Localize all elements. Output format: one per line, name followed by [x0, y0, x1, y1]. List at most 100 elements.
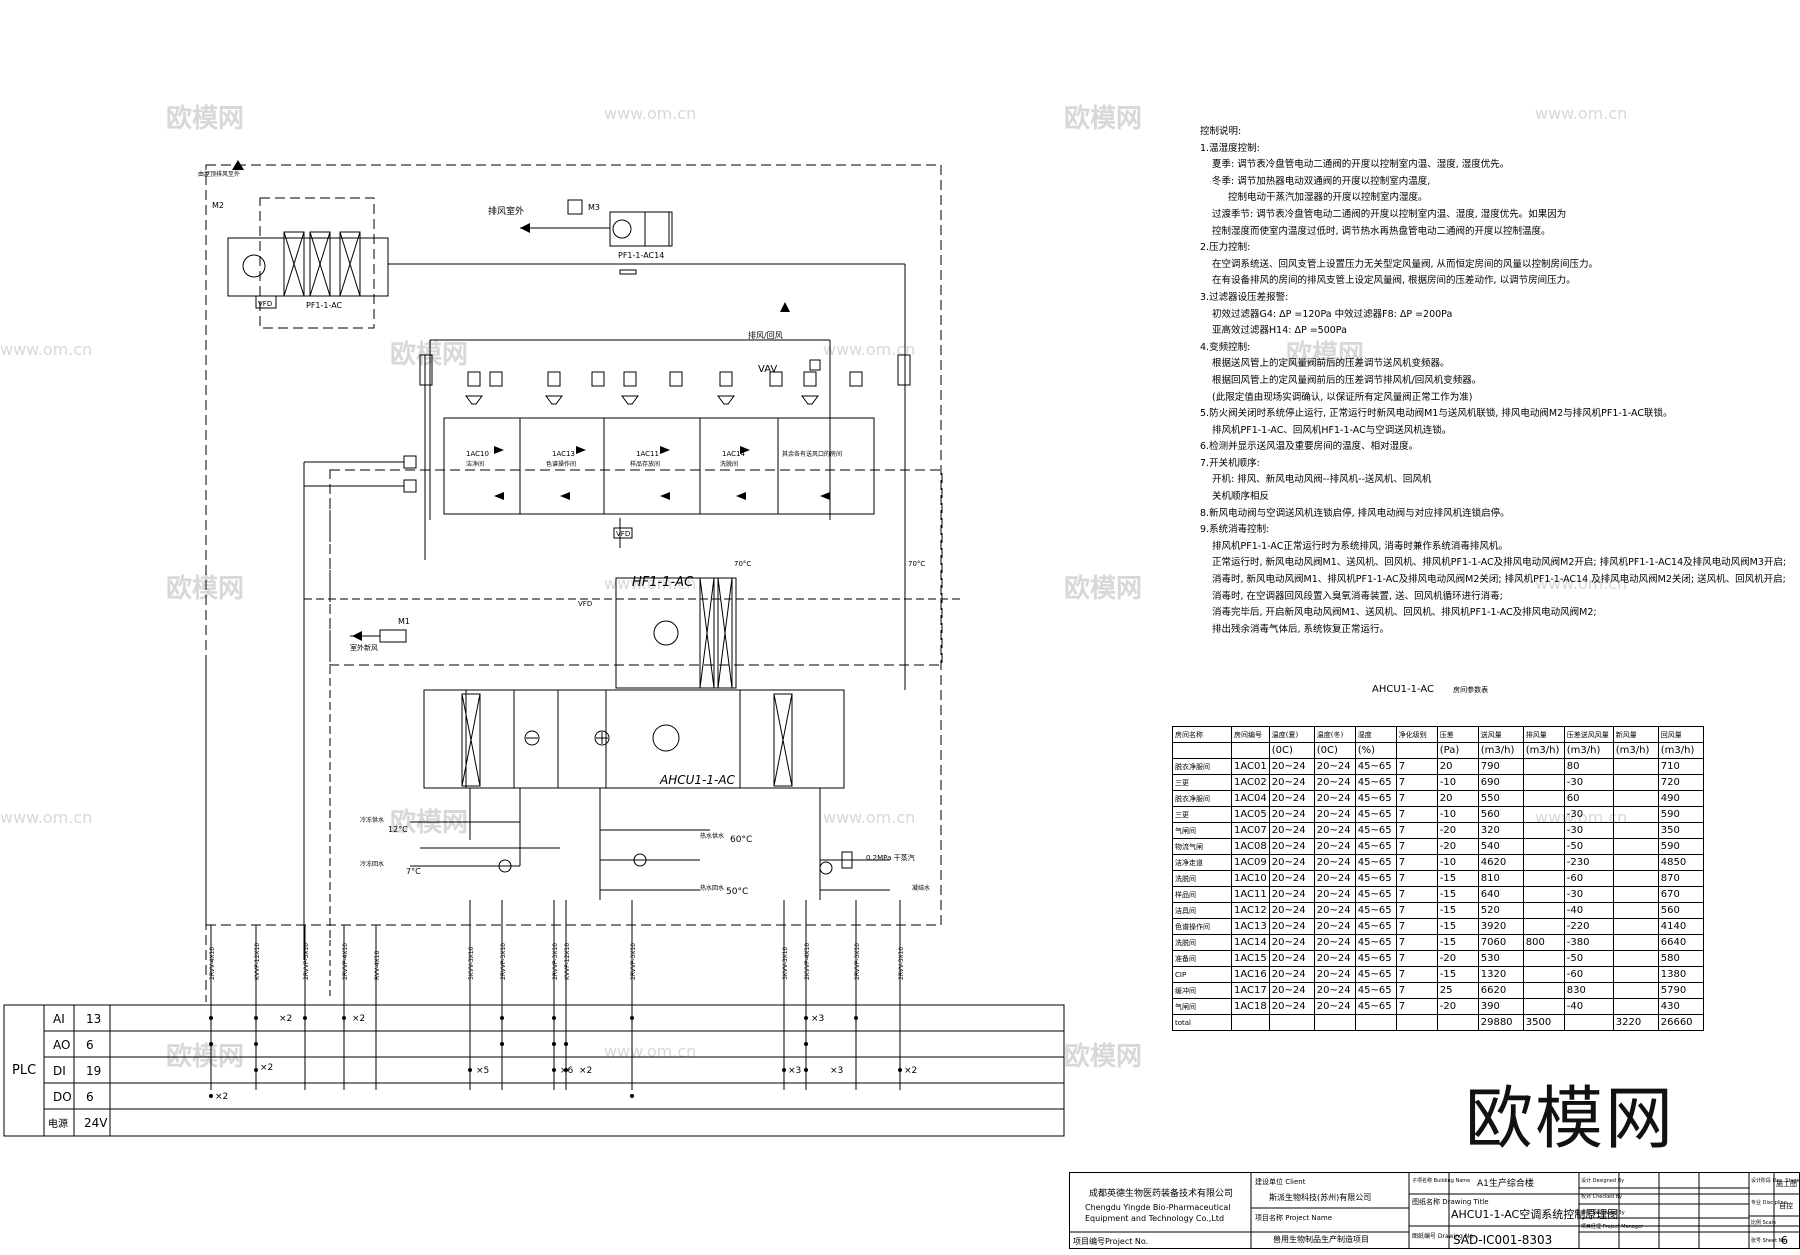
table-cell: 45~65: [1354, 806, 1397, 823]
plc-multiplier: ×2: [904, 1066, 917, 1076]
table-cell: [1612, 886, 1659, 903]
table-cell: 20~24: [1268, 854, 1315, 871]
table-cell: [1612, 982, 1659, 999]
project-name: 兽用生物制品生产制造项目: [1273, 1234, 1369, 1244]
table-cell: [1231, 1014, 1270, 1031]
table-cell: 830: [1563, 982, 1614, 999]
table-cell: 1AC05: [1231, 806, 1270, 823]
hot-water-supply: 热水供水: [700, 832, 724, 840]
table-cell: 390: [1477, 998, 1524, 1015]
table-cell: 800: [1522, 934, 1565, 951]
table-cell: [1612, 902, 1659, 919]
table-cell: 540: [1477, 838, 1524, 855]
company-name-en2: Equipment and Technology Co.,Ltd: [1085, 1214, 1224, 1223]
table-cell: 25: [1436, 982, 1479, 999]
pf14-label: PF1-1-AC14: [618, 251, 664, 260]
drawing-no-value: SAD-IC001-8303: [1453, 1233, 1552, 1247]
table-cell: 7: [1395, 902, 1438, 919]
room-table-title: AHCU1-1-AC 房间参数表: [1372, 684, 1488, 695]
table-cell: 45~65: [1354, 854, 1397, 871]
table-cell: 710: [1657, 758, 1704, 775]
table-cell: 490: [1657, 790, 1704, 807]
note-line: 排风机PF1-1-AC正常运行时为系统排风, 消毒时兼作系统消毒排风机。: [1212, 540, 1508, 552]
table-cell: 45~65: [1354, 950, 1397, 967]
table-cell: 560: [1657, 902, 1704, 919]
table-cell: -380: [1563, 934, 1614, 951]
watermark-url: www.om.cn: [0, 808, 93, 827]
plc-row-value: 6: [86, 1038, 94, 1052]
room-table-text: 房间参数表: [1453, 686, 1489, 694]
table-cell: 20~24: [1313, 998, 1356, 1015]
exhaust-outdoor-label: 排风室外: [488, 205, 524, 217]
plc-multiplier: ×5: [476, 1066, 489, 1076]
cable-label: KVVP-12X10: [254, 943, 261, 980]
table-cell: [1172, 742, 1232, 759]
table-cell: 20~24: [1313, 806, 1356, 823]
table-cell: 320: [1477, 822, 1524, 839]
table-cell: 720: [1657, 774, 1704, 791]
table-cell: 三更: [1172, 774, 1232, 791]
watermark: 欧模网: [1064, 1042, 1143, 1072]
cable-label: 2RVVP-3X10: [303, 943, 310, 980]
room-code: 1AC13: [552, 450, 575, 458]
table-cell: (m3/h): [1563, 742, 1614, 759]
room-code: 1AC14: [722, 450, 745, 458]
table-cell: (m3/h): [1477, 742, 1524, 759]
table-cell: -15: [1436, 902, 1479, 919]
table-cell: 45~65: [1354, 838, 1397, 855]
watermark-url: www.om.cn: [604, 574, 697, 593]
table-cell: 7: [1395, 854, 1438, 871]
room-name: 其余各有送风口的房间: [782, 450, 842, 458]
note-line: 开机: 排风、新风电动风阀--排风机--送风机、回风机: [1212, 474, 1432, 486]
notes-title: 控制说明:: [1200, 126, 1242, 137]
plc-row-name: 电源: [48, 1117, 68, 1130]
temp-12: 12°C: [388, 825, 408, 834]
table-cell: [1612, 966, 1659, 983]
table-cell: 物流气闸: [1172, 838, 1232, 855]
table-cell: [1522, 758, 1565, 775]
table-cell: 20~24: [1313, 966, 1356, 983]
table-cell: [1522, 966, 1565, 983]
table-cell: 7: [1395, 822, 1438, 839]
table-cell: 20~24: [1268, 806, 1315, 823]
pf-label: PF1-1-AC: [306, 301, 343, 310]
table-cell: -30: [1563, 886, 1614, 903]
table-cell: 洗脱间: [1172, 934, 1232, 951]
top-left-label: 由屋顶排风至外: [198, 170, 240, 178]
table-cell: 6620: [1477, 982, 1524, 999]
client-label: 建设单位 Client: [1255, 1177, 1306, 1186]
fresh-air-label: 室外新风: [350, 643, 378, 652]
table-cell: 20~24: [1268, 774, 1315, 791]
designed-label: 设计 Designed By: [1581, 1177, 1624, 1184]
plc-multiplier: ×3: [811, 1014, 824, 1024]
stage-value: 施工图: [1776, 1179, 1797, 1188]
hf-label: HF1-1-AC: [632, 575, 694, 590]
table-cell: 7: [1395, 838, 1438, 855]
plc-row-name: AI: [53, 1012, 65, 1026]
table-cell: 20~24: [1313, 886, 1356, 903]
table-cell: 690: [1477, 774, 1524, 791]
table-cell: [1395, 1014, 1438, 1031]
table-cell: 7: [1395, 934, 1438, 951]
table-cell: 20~24: [1268, 790, 1315, 807]
table-cell: 20~24: [1313, 950, 1356, 967]
plc-multiplier: ×6: [560, 1066, 574, 1076]
note-line: 3.过滤器设压差报警:: [1200, 291, 1289, 303]
table-cell: 670: [1657, 886, 1704, 903]
table-cell: [1522, 950, 1565, 967]
table-cell: -20: [1436, 998, 1479, 1015]
table-cell: (Pa): [1436, 742, 1479, 759]
table-cell: 净化级别: [1395, 726, 1438, 743]
table-cell: 1AC01: [1231, 758, 1270, 775]
table-cell: 45~65: [1354, 758, 1397, 775]
table-cell: 7: [1395, 918, 1438, 935]
cold-water-return: 冷冻回水: [360, 860, 384, 868]
table-cell: (m3/h): [1522, 742, 1565, 759]
watermark-url: www.om.cn: [823, 340, 916, 359]
table-cell: 洗脱间: [1172, 870, 1232, 887]
